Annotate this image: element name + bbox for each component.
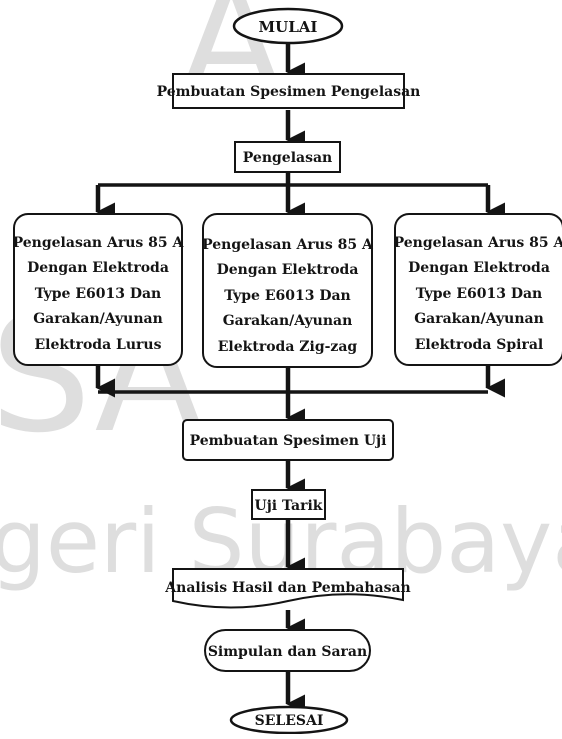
start-terminal: MULAI — [232, 7, 344, 45]
step6-label: Simpulan dan Saran — [208, 644, 367, 660]
document-analisis-hasil: Analisis Hasil dan Pembahasan — [164, 568, 411, 609]
process-pembuatan-spesimen-uji: Pembuatan Spesimen Uji — [182, 419, 394, 461]
connectors — [95, 40, 506, 714]
branch2-line1: Pengelasan Arus 85 A — [202, 237, 374, 253]
start-label: MULAI — [259, 18, 318, 36]
branch2-line5: Elektroda Zig-zag — [218, 339, 358, 355]
branch1-line1: Pengelasan Arus 85 A — [13, 235, 185, 251]
branch1-line3: Type E6013 Dan — [35, 286, 162, 302]
branch1-line4: Garakan/Ayunan — [33, 311, 163, 327]
branch3-line5: Elektroda Spiral — [415, 337, 544, 353]
process-pengelasan: Pengelasan — [234, 141, 341, 173]
step4-label: Uji Tarik — [254, 498, 322, 514]
branch2-line4: Garakan/Ayunan — [223, 313, 353, 329]
branch1-line5: Elektroda Lurus — [35, 337, 162, 353]
branch2-line2: Dengan Elektroda — [217, 262, 359, 278]
step3-label: Pembuatan Spesimen Uji — [190, 433, 387, 449]
process-uji-tarik: Uji Tarik — [251, 489, 326, 520]
branch3-line4: Garakan/Ayunan — [414, 311, 544, 327]
process-branch-spiral: Pengelasan Arus 85 A Dengan Elektroda Ty… — [394, 213, 562, 366]
step1-label: Pembuatan Spesimen Pengelasan — [157, 84, 421, 100]
branch1-line2: Dengan Elektroda — [27, 260, 169, 276]
branch2-line3: Type E6013 Dan — [224, 288, 351, 304]
step5-label: Analisis Hasil dan Pembahasan — [164, 580, 410, 596]
process-branch-zigzag: Pengelasan Arus 85 A Dengan Elektroda Ty… — [202, 213, 374, 368]
terminal-simpulan-dan-saran: Simpulan dan Saran — [204, 629, 371, 672]
branch3-line1: Pengelasan Arus 85 A — [394, 235, 562, 251]
end-label: SELESAI — [255, 713, 324, 729]
branch3-line2: Dengan Elektroda — [408, 260, 550, 276]
process-pembuatan-spesimen-pengelasan: Pembuatan Spesimen Pengelasan — [157, 73, 421, 109]
process-branch-lurus: Pengelasan Arus 85 A Dengan Elektroda Ty… — [13, 213, 185, 366]
branch3-line3: Type E6013 Dan — [416, 286, 543, 302]
end-terminal: SELESAI — [229, 705, 349, 735]
step2-label: Pengelasan — [243, 150, 332, 166]
